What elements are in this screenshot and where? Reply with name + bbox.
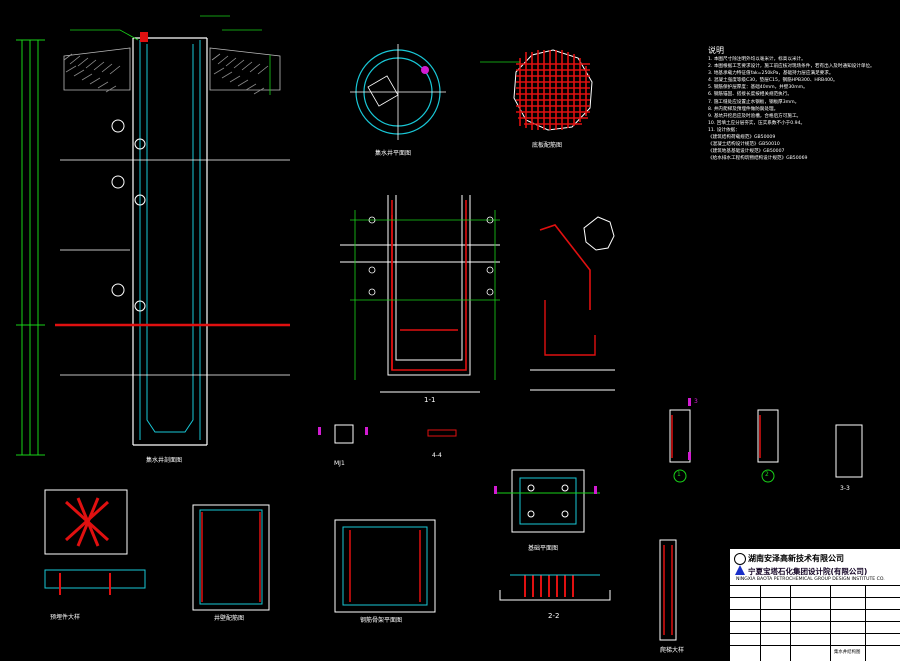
rebar-hook-detail xyxy=(530,216,615,391)
plan-top-label: 集水井平面图 xyxy=(375,150,412,157)
tb-rule xyxy=(730,645,900,646)
section-33-label: 3-3 xyxy=(840,485,850,492)
section-main-label: 集水井剖面图 xyxy=(146,457,183,464)
detail-left-label: 预埋件大样 xyxy=(50,614,81,621)
plan-marker xyxy=(421,66,429,74)
tb-rule xyxy=(730,621,900,622)
rebar-cage-panel xyxy=(334,519,436,613)
embedded-part-detail xyxy=(44,489,146,595)
tb-rule xyxy=(730,597,900,598)
tb-rule xyxy=(830,585,831,661)
marker-3: 3 xyxy=(694,398,698,405)
drawing-name: 集水井结构图 xyxy=(834,650,861,655)
note-line: 《建筑结构荷载规范》GB50009 xyxy=(708,135,776,141)
well-walls xyxy=(132,37,208,446)
detail-ladder-label: 爬梯大样 xyxy=(660,647,685,654)
notes-heading: 说明 xyxy=(708,46,724,55)
section-2-2-drawing xyxy=(499,574,611,601)
plan-base-label: 底板配筋图 xyxy=(532,142,563,149)
company-name-2: 宁夏宝塔石化集团设计院(有限公司) xyxy=(748,567,868,576)
company-name-1: 湖南安泽高新技术有限公司 xyxy=(748,554,844,563)
detail-bot-label: 井壁配筋图 xyxy=(214,615,245,622)
note-line: 《给水排水工程构筑物结构设计规范》GB50069 xyxy=(708,156,808,162)
section-1-1-drawing xyxy=(340,195,500,393)
company-logo-icon xyxy=(734,553,746,565)
marker-2: 2 xyxy=(765,471,769,478)
detail-mid-label: 钢筋骨架平面图 xyxy=(360,617,403,624)
note-line: 《混凝土结构设计规范》GB50010 xyxy=(708,142,780,148)
mj-label: MJ1 xyxy=(334,460,345,467)
section-3-3-drawing xyxy=(669,409,863,483)
note-line: 11. 设计依据： xyxy=(708,127,740,133)
design-institute-logo-icon xyxy=(735,565,745,575)
soil-hatch xyxy=(63,47,281,95)
tb-rule xyxy=(730,633,900,634)
well-inner xyxy=(139,40,201,440)
dimension-lines xyxy=(16,39,45,456)
design-notes: 说明 1. 本图尺寸除注明外均以毫米计，标高以米计。 2. 本图根据工艺要求设计… xyxy=(708,46,896,162)
tb-rule xyxy=(730,585,900,586)
company-name-english: NINGXIA BAOTA PETROCHEMICAL GROUP DESIGN… xyxy=(736,577,885,582)
marker-1: 1 xyxy=(677,471,681,478)
note-line: 2. 本图根据工艺要求设计，施工前应核对现场条件，若有出入及时通知设计单位。 xyxy=(708,64,875,70)
grade-lines xyxy=(60,159,290,376)
manhole-cap xyxy=(140,32,148,42)
detail-base-label: 基础平面图 xyxy=(528,545,559,552)
note-line: 7. 施工缝处应设置止水钢板，钢板厚3mm。 xyxy=(708,99,800,105)
tb-rule xyxy=(730,609,900,610)
ladder-detail xyxy=(659,539,677,641)
note-line: 5. 钢筋保护层厚度：基础40mm，井壁30mm。 xyxy=(708,85,808,91)
plan-axes xyxy=(350,44,446,140)
section-11-label: 1-1 xyxy=(424,396,436,404)
title-block: 湖南安泽高新技术有限公司 宁夏宝塔石化集团设计院(有限公司) NINGXIA B… xyxy=(730,549,900,661)
section-22-label: 2-2 xyxy=(548,612,560,620)
tb-rule xyxy=(790,585,791,661)
note-line: 8. 井内爬梯及预埋件做防腐处理。 xyxy=(708,106,779,112)
note-line: 9. 基坑开挖后应及时验槽，合格后方可施工。 xyxy=(708,113,802,119)
base-grid-plan xyxy=(480,49,593,131)
tb-rule xyxy=(865,585,866,661)
tb-rule xyxy=(760,585,761,661)
section-44-label: 4-4 xyxy=(432,452,442,459)
note-line: 6. 钢筋锚固、搭接长度按相关规范执行。 xyxy=(708,92,792,98)
mj-detail xyxy=(334,424,457,444)
foundation-plan xyxy=(495,469,600,533)
note-line: 10. 回填土应分层夯实，压实系数不小于0.94。 xyxy=(708,120,806,126)
pipe-markers xyxy=(111,119,146,312)
note-line: 4. 混凝土强度等级C30，垫层C15，钢筋HPB300、HRB400。 xyxy=(708,78,838,84)
note-line: 1. 本图尺寸除注明外均以毫米计，标高以米计。 xyxy=(708,57,806,62)
leader-lines xyxy=(70,15,271,95)
note-line: 《建筑地基基础设计规范》GB50007 xyxy=(708,149,785,155)
note-line: 3. 地基承载力特征值fak=250kPa，基础持力层应满足要求。 xyxy=(708,71,834,77)
wall-rebar-panel xyxy=(192,504,270,611)
section-markers xyxy=(318,398,691,494)
